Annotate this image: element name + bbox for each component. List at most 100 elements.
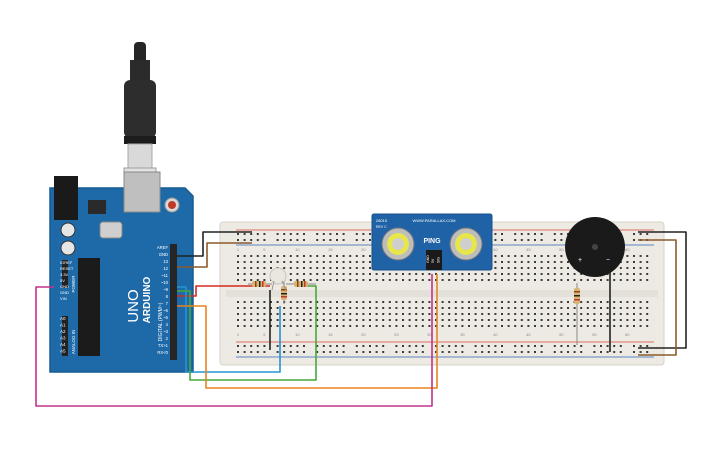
breadboard-hole bbox=[507, 301, 510, 303]
breadboard-hole bbox=[408, 313, 411, 315]
breadboard-hole bbox=[322, 325, 325, 327]
wire-orange-sensor[interactable] bbox=[177, 274, 438, 389]
arduino-uno-board[interactable]: ARDUINO UNO DIGITAL (PWM~) POWER ANALOG … bbox=[49, 171, 194, 373]
breadboard-hole bbox=[454, 307, 457, 309]
breadboard-hole bbox=[289, 267, 292, 269]
resistor[interactable] bbox=[286, 281, 316, 287]
breadboard-hole bbox=[243, 301, 246, 303]
breadboard-hole bbox=[283, 233, 286, 235]
breadboard-hole bbox=[342, 233, 345, 235]
wire-green-led[interactable] bbox=[177, 285, 317, 381]
breadboard-hole bbox=[421, 279, 424, 281]
breadboard-hole bbox=[534, 345, 536, 347]
breadboard-hole bbox=[289, 313, 292, 315]
breadboard-hole bbox=[448, 313, 451, 315]
breadboard-hole bbox=[428, 307, 431, 309]
breadboard-hole bbox=[501, 345, 503, 347]
breadboard-hole bbox=[639, 325, 642, 327]
wire-brown-5v[interactable] bbox=[177, 242, 252, 268]
breadboard-hole bbox=[289, 255, 292, 257]
breadboard-hole bbox=[600, 345, 602, 347]
breadboard-hole bbox=[553, 233, 556, 235]
breadboard-hole bbox=[342, 345, 345, 347]
breadboard-hole bbox=[349, 325, 352, 327]
breadboard-hole bbox=[329, 325, 332, 327]
breadboard-hole bbox=[415, 301, 418, 303]
breadboard-hole bbox=[342, 325, 345, 327]
breadboard-hole bbox=[309, 301, 312, 303]
rgb-led[interactable] bbox=[269, 267, 287, 291]
breadboard-hole bbox=[309, 319, 312, 321]
column-number: 10 bbox=[295, 332, 300, 337]
breadboard-hole bbox=[402, 279, 404, 281]
breadboard-hole bbox=[243, 319, 246, 321]
breadboard-hole bbox=[243, 345, 246, 347]
wire-brown-rail[interactable] bbox=[638, 239, 677, 356]
breadboard-hole bbox=[375, 279, 378, 281]
breadboard-hole bbox=[507, 307, 510, 309]
breadboard-hole bbox=[256, 267, 259, 269]
breadboard-hole bbox=[355, 307, 358, 309]
breadboard-hole bbox=[501, 239, 503, 241]
breadboard-hole bbox=[593, 313, 596, 315]
breadboard-hole bbox=[461, 351, 464, 353]
column-number: 60 bbox=[625, 247, 630, 252]
breadboard[interactable]: 1155101015152020252530303535404045455050… bbox=[219, 221, 665, 366]
breadboard-hole bbox=[606, 307, 609, 309]
breadboard-hole bbox=[388, 313, 391, 315]
digital-pin-label: 12 bbox=[163, 266, 168, 271]
resistor[interactable] bbox=[248, 281, 272, 287]
breadboard-hole bbox=[250, 255, 253, 257]
breadboard-hole bbox=[237, 345, 239, 347]
breadboard-hole bbox=[316, 345, 319, 347]
analog-pin-label: A5 bbox=[60, 349, 66, 354]
wire-blue-led[interactable] bbox=[177, 286, 281, 373]
breadboard-hole bbox=[613, 313, 616, 315]
breadboard-hole bbox=[613, 351, 616, 353]
breadboard-hole bbox=[646, 273, 649, 275]
breadboard-hole bbox=[633, 279, 635, 281]
breadboard-hole bbox=[316, 261, 319, 263]
breadboard-hole bbox=[329, 319, 332, 321]
breadboard-hole bbox=[336, 239, 338, 241]
wire-magenta-sensor[interactable] bbox=[35, 274, 433, 407]
breadboard-hole bbox=[547, 313, 550, 315]
reset-button[interactable] bbox=[168, 201, 176, 209]
breadboard-hole bbox=[474, 301, 477, 303]
breadboard-hole bbox=[415, 313, 418, 315]
breadboard-hole bbox=[646, 233, 649, 235]
breadboard-hole bbox=[283, 319, 286, 321]
column-number: 35 bbox=[460, 332, 465, 337]
breadboard-hole bbox=[283, 267, 286, 269]
breadboard-hole bbox=[461, 319, 464, 321]
capacitor bbox=[60, 222, 76, 238]
power-pin-label: GND bbox=[60, 284, 69, 289]
breadboard-hole bbox=[421, 307, 424, 309]
wire-black-gnd[interactable] bbox=[177, 231, 252, 257]
breadboard-hole bbox=[619, 267, 622, 269]
breadboard-hole bbox=[263, 255, 266, 257]
breadboard-hole bbox=[626, 267, 629, 269]
piezo-buzzer[interactable]: + − bbox=[565, 217, 625, 277]
breadboard-hole bbox=[573, 279, 576, 281]
power-jack bbox=[54, 176, 78, 220]
breadboard-hole bbox=[494, 255, 497, 257]
resistor[interactable] bbox=[574, 283, 580, 345]
breadboard-hole bbox=[633, 351, 635, 353]
breadboard-hole bbox=[494, 273, 497, 275]
breadboard-hole bbox=[395, 273, 398, 275]
breadboard-hole bbox=[514, 239, 517, 241]
breadboard-hole bbox=[369, 345, 371, 347]
breadboard-hole bbox=[553, 319, 556, 321]
breadboard-hole bbox=[560, 233, 563, 235]
breadboard-hole bbox=[322, 267, 325, 269]
breadboard-hole bbox=[619, 325, 622, 327]
breadboard-hole bbox=[355, 345, 358, 347]
breadboard-hole bbox=[256, 255, 259, 257]
breadboard-hole bbox=[501, 351, 503, 353]
breadboard-hole bbox=[507, 319, 510, 321]
breadboard-hole bbox=[382, 351, 385, 353]
wire-black-rail[interactable] bbox=[638, 231, 687, 349]
breadboard-hole bbox=[375, 273, 378, 275]
